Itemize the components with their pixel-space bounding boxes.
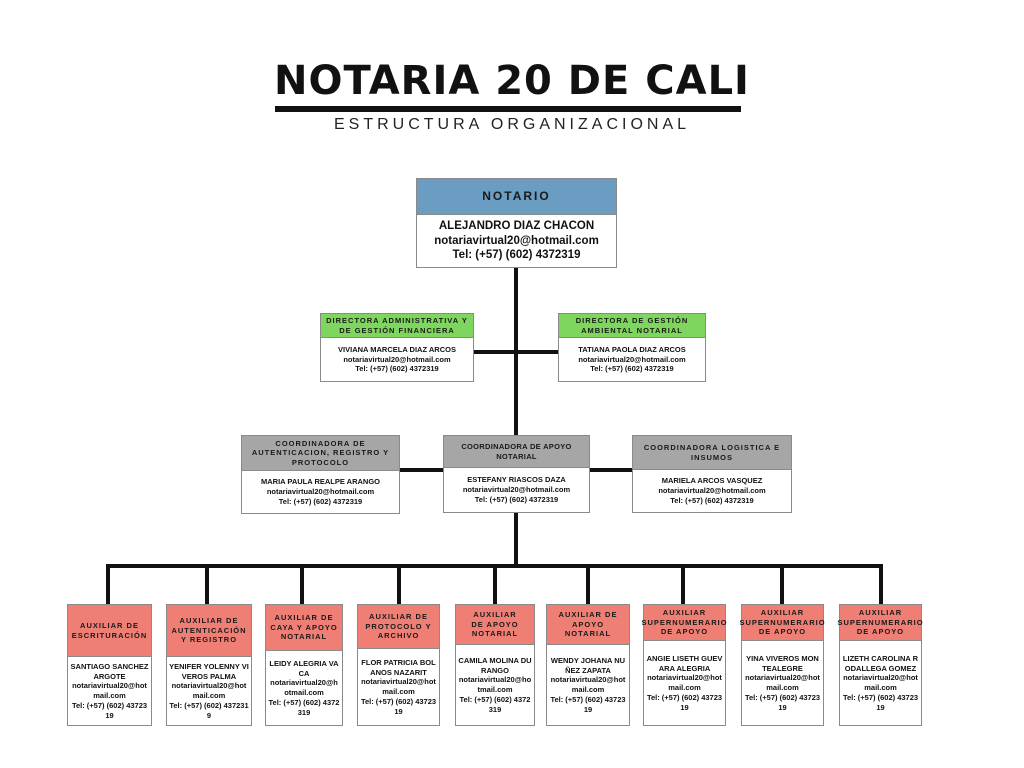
auxiliary-role: AUXILIAR DE PROTOCOLO Y ARCHIVO xyxy=(358,605,439,649)
auxiliary-phone: Tel: (+57) (602) 4372319 xyxy=(459,694,531,714)
auxiliary-role: AUXILIAR SUPERNUMERARIO DE APOYO xyxy=(739,605,825,641)
auxiliary-node: AUXILIAR DE AUTENTICACIÓN Y REGISTRO YEN… xyxy=(166,604,252,726)
coordinator-node: COORDINADORA LOGISTICA E INSUMOS MARIELA… xyxy=(632,435,792,513)
page-title: NOTARIA 20 DE CALI xyxy=(274,58,750,104)
auxiliary-name: WENDY JOHANA NUÑEZ ZAPATA xyxy=(550,655,626,675)
auxiliary-name: LIZETH CAROLINA RODALLEGA GOMEZ xyxy=(842,653,919,673)
auxiliary-email: notariavirtual20@hotmail.com xyxy=(745,673,820,692)
director-name: TATIANA PAOLA DIAZ ARCOS xyxy=(578,344,686,354)
auxiliary-email: notariavirtual20@hotmail.com xyxy=(361,677,436,696)
notario-node: NOTARIO ALEJANDRO DIAZ CHACON notariavir… xyxy=(416,178,617,268)
title-underline xyxy=(275,106,741,112)
auxiliary-role: AUXILIAR DE APOYO NOTARIAL xyxy=(456,605,534,645)
auxiliary-node: AUXILIAR DE PROTOCOLO Y ARCHIVO FLOR PAT… xyxy=(357,604,440,726)
auxiliary-role: AUXILIAR DE APOYO NOTARIAL xyxy=(547,605,629,645)
director-email: notariavirtual20@hotmail.com xyxy=(578,354,686,364)
auxiliary-phone: Tel: (+57) (602) 4372319 xyxy=(744,692,821,712)
auxiliary-name: LEIDY ALEGRIA VACA xyxy=(269,658,339,678)
auxiliary-email: notariavirtual20@hotmail.com xyxy=(550,675,626,694)
coordinator-role: COORDINADORA LOGISTICA E INSUMOS xyxy=(633,436,791,470)
auxiliary-role: AUXILIAR DE AUTENTICACIÓN Y REGISTRO xyxy=(167,605,251,657)
auxiliary-phone: Tel: (+57) (602) 4372319 xyxy=(169,700,249,720)
auxiliary-role: AUXILIAR SUPERNUMERARIO DE APOYO xyxy=(641,605,727,641)
coordinator-role: COORDINADORA DE APOYO NOTARIAL xyxy=(444,436,589,468)
auxiliary-email: notariavirtual20@hotmail.com xyxy=(72,681,147,700)
coordinator-phone: Tel: (+57) (602) 4372319 xyxy=(278,496,363,506)
coordinator-name: ESTEFANY RIASCOS DAZA xyxy=(467,475,566,485)
auxiliary-phone: Tel: (+57) (602) 4372319 xyxy=(646,692,723,712)
auxiliary-name: YINA VIVEROS MONTEALEGRE xyxy=(746,653,819,673)
coordinator-node: COORDINADORA DE AUTENTICACION, REGISTRO … xyxy=(241,435,400,514)
auxiliary-name: SANTIAGO SANCHEZ ARGOTE xyxy=(70,661,149,681)
coordinator-phone: Tel: (+57) (602) 4372319 xyxy=(670,495,754,505)
director-details: TATIANA PAOLA DIAZ ARCOS notariavirtual2… xyxy=(559,338,705,381)
auxiliary-email: notariavirtual20@hotmail.com xyxy=(458,675,532,694)
director-node: DIRECTORA ADMINISTRATIVA Y DE GESTIÓN FI… xyxy=(320,313,474,382)
coordinator-role: COORDINADORA DE AUTENTICACION, REGISTRO … xyxy=(242,436,399,471)
coordinator-node: COORDINADORA DE APOYO NOTARIAL ESTEFANY … xyxy=(443,435,590,513)
director-node: DIRECTORA DE GESTIÓN AMBIENTAL NOTARIAL … xyxy=(558,313,706,382)
auxiliary-role: AUXILIAR DE CAYA Y APOYO NOTARIAL xyxy=(266,605,342,651)
auxiliary-phone: Tel: (+57) (602) 4372319 xyxy=(268,697,340,717)
notario-name: ALEJANDRO DIAZ CHACON xyxy=(438,219,595,232)
auxiliary-name: FLOR PATRICIA BOLANOS NAZARIT xyxy=(361,657,436,677)
auxiliary-details: ANGIE LISETH GUEVARA ALEGRIA notariavirt… xyxy=(644,641,725,725)
auxiliary-phone: Tel: (+57) (602) 4372319 xyxy=(550,694,626,714)
auxiliary-phone: Tel: (+57) (602) 4372319 xyxy=(842,692,919,712)
auxiliary-name: YENIFER YOLENNY VIVEROS PALMA xyxy=(169,661,249,681)
coordinator-email: notariavirtual20@hotmail.com xyxy=(658,486,766,496)
director-details: VIVIANA MARCELA DIAZ ARCOS notariavirtua… xyxy=(321,338,473,381)
coordinator-name: MARIELA ARCOS VASQUEZ xyxy=(661,476,763,486)
auxiliary-name: CAMILA MOLINA DURANGO xyxy=(458,655,532,675)
auxiliary-node: AUXILIAR DE ESCRITURACIÓN SANTIAGO SANCH… xyxy=(67,604,152,726)
page-subtitle: ESTRUCTURA ORGANIZACIONAL xyxy=(333,116,691,133)
auxiliary-details: YENIFER YOLENNY VIVEROS PALMA notariavir… xyxy=(167,657,251,725)
director-phone: Tel: (+57) (602) 4372319 xyxy=(590,364,674,374)
auxiliary-node: AUXILIAR DE CAYA Y APOYO NOTARIAL LEIDY … xyxy=(265,604,343,726)
auxiliary-node: AUXILIAR SUPERNUMERARIO DE APOYO LIZETH … xyxy=(837,604,923,726)
notario-details: ALEJANDRO DIAZ CHACON notariavirtual20@h… xyxy=(417,215,616,267)
auxiliary-phone: Tel: (+57) (602) 4372319 xyxy=(360,696,437,716)
auxiliary-details: CAMILA MOLINA DURANGO notariavirtual20@h… xyxy=(456,645,534,725)
notario-email: notariavirtual20@hotmail.com xyxy=(434,234,599,247)
auxiliary-node: AUXILIAR DE APOYO NOTARIAL CAMILA MOLINA… xyxy=(455,604,535,726)
director-role: DIRECTORA DE GESTIÓN AMBIENTAL NOTARIAL xyxy=(559,314,705,338)
director-phone: Tel: (+57) (602) 4372319 xyxy=(355,364,439,374)
notario-role: NOTARIO xyxy=(417,179,616,215)
director-email: notariavirtual20@hotmail.com xyxy=(343,354,451,364)
coordinator-email: notariavirtual20@hotmail.com xyxy=(266,487,375,497)
auxiliary-details: SANTIAGO SANCHEZ ARGOTE notariavirtual20… xyxy=(68,657,151,725)
auxiliary-role: AUXILIAR SUPERNUMERARIO DE APOYO xyxy=(837,605,923,641)
coordinator-name: MARIA PAULA REALPE ARANGO xyxy=(260,477,381,487)
notario-phone: Tel: (+57) (602) 4372319 xyxy=(452,249,581,262)
auxiliary-details: YINA VIVEROS MONTEALEGRE notariavirtual2… xyxy=(742,641,823,725)
director-name: VIVIANA MARCELA DIAZ ARCOS xyxy=(338,344,456,354)
auxiliary-phone: Tel: (+57) (602) 4372319 xyxy=(71,700,148,720)
auxiliary-node: AUXILIAR SUPERNUMERARIO DE APOYO ANGIE L… xyxy=(641,604,727,726)
coordinator-email: notariavirtual20@hotmail.com xyxy=(462,485,571,495)
auxiliary-node: AUXILIAR DE APOYO NOTARIAL WENDY JOHANA … xyxy=(546,604,630,726)
coordinator-details: ESTEFANY RIASCOS DAZA notariavirtual20@h… xyxy=(444,468,589,512)
auxiliary-details: WENDY JOHANA NUÑEZ ZAPATA notariavirtual… xyxy=(547,645,629,725)
auxiliary-role: AUXILIAR DE ESCRITURACIÓN xyxy=(68,605,151,657)
auxiliary-details: FLOR PATRICIA BOLANOS NAZARIT notariavir… xyxy=(358,649,439,725)
auxiliary-name: ANGIE LISETH GUEVARA ALEGRIA xyxy=(646,653,723,673)
auxiliary-node: AUXILIAR SUPERNUMERARIO DE APOYO YINA VI… xyxy=(739,604,825,726)
auxiliary-email: notariavirtual20@hotmail.com xyxy=(270,678,338,697)
auxiliary-email: notariavirtual20@hotmail.com xyxy=(843,673,918,692)
auxiliary-details: LEIDY ALEGRIA VACA notariavirtual20@hotm… xyxy=(266,651,342,725)
coordinator-phone: Tel: (+57) (602) 4372319 xyxy=(474,494,559,504)
coordinator-details: MARIELA ARCOS VASQUEZ notariavirtual20@h… xyxy=(633,470,791,512)
auxiliary-email: notariavirtual20@hotmail.com xyxy=(171,681,247,700)
coordinator-details: MARIA PAULA REALPE ARANGO notariavirtual… xyxy=(242,471,399,513)
auxiliary-email: notariavirtual20@hotmail.com xyxy=(647,673,722,692)
director-role: DIRECTORA ADMINISTRATIVA Y DE GESTIÓN FI… xyxy=(321,314,473,338)
auxiliary-details: LIZETH CAROLINA RODALLEGA GOMEZ notariav… xyxy=(840,641,921,725)
